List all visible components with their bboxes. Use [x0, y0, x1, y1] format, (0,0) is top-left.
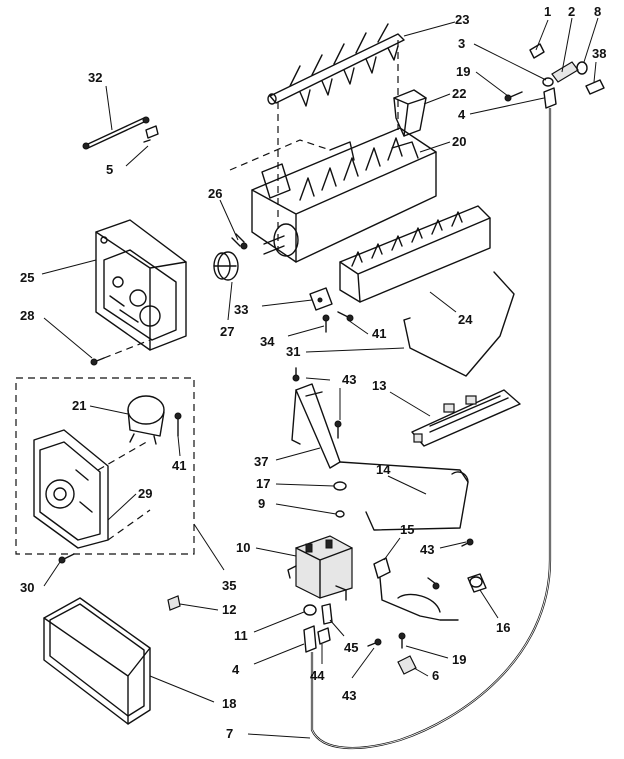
part-29-module-plate: [33, 429, 109, 549]
part-9-washer: [335, 510, 345, 518]
callout-labels: 1 2 8 23 3 38 32 19 22 4 5 20 26 25 24 2…: [20, 4, 606, 741]
callout-35: 35: [222, 578, 236, 593]
callout-9: 9: [258, 496, 265, 511]
callout-27: 27: [220, 324, 234, 339]
part-15-clamp: [373, 557, 459, 621]
alignment-guide-28: [103, 339, 151, 359]
part-6-clamp: [397, 655, 417, 675]
callout-23: 23: [455, 12, 469, 27]
callout-16: 16: [496, 620, 510, 635]
part-28-screw: [90, 357, 105, 366]
part-3-nut: [542, 77, 554, 87]
part-10-water-valve: [287, 535, 353, 601]
callout-8: 8: [594, 4, 601, 19]
alignment-guides-top: [229, 40, 399, 250]
part-17-nut: [333, 481, 347, 491]
callout-13: 13: [372, 378, 386, 393]
part-19-screw-lower: [398, 632, 406, 649]
callout-34: 34: [260, 334, 275, 349]
part-41-screw-top: [337, 311, 354, 322]
part-18-cover: [43, 597, 151, 725]
callout-32: 32: [88, 70, 102, 85]
callout-24: 24: [458, 312, 473, 327]
part-37-bracket: [291, 383, 341, 469]
part-33-bracket: [309, 287, 333, 311]
callout-43-lower: 43: [342, 688, 356, 703]
part-25-control-housing: [95, 219, 187, 351]
part-4-insert-top: [543, 87, 557, 109]
callout-19-lower: 19: [452, 652, 466, 667]
callout-3: 3: [458, 36, 465, 51]
part-32-heater-wire: [82, 116, 150, 150]
group-box-35: [15, 377, 195, 555]
part-1-clip: [529, 43, 545, 59]
callout-1: 1: [544, 4, 551, 19]
callout-25: 25: [20, 270, 34, 285]
callout-4-top: 4: [458, 107, 466, 122]
part-43-screw-mid: [427, 538, 474, 590]
part-16-grommet: [467, 573, 487, 593]
part-27-coupling: [213, 251, 239, 281]
callout-31: 31: [286, 344, 300, 359]
callout-38: 38: [592, 46, 606, 61]
callout-5: 5: [106, 162, 113, 177]
callout-43-mid: 43: [420, 542, 434, 557]
callout-11: 11: [234, 628, 248, 643]
part-20-mold: [251, 127, 437, 263]
part-26-screw: [231, 233, 248, 250]
callout-10: 10: [236, 540, 250, 555]
callout-4-lower: 4: [232, 662, 240, 677]
callout-26: 26: [208, 186, 222, 201]
callout-18: 18: [222, 696, 236, 711]
part-19-screw-top: [504, 91, 523, 102]
part-7-water-tube: [310, 108, 552, 750]
part-43-screw-top: [292, 367, 342, 439]
part-2-tube-fitting: [551, 61, 579, 83]
callout-14: 14: [376, 462, 391, 477]
alignment-guide-module: [97, 439, 151, 541]
part-34-screw: [322, 314, 330, 333]
callout-28: 28: [20, 308, 34, 323]
callout-7: 7: [226, 726, 233, 741]
part-30-screw: [58, 553, 75, 564]
part-44-nut: [317, 627, 331, 645]
part-23-ejector: [267, 23, 405, 107]
callout-33: 33: [234, 302, 248, 317]
callout-41-top: 41: [372, 326, 386, 341]
callout-43-top: 43: [342, 372, 356, 387]
callout-21: 21: [72, 398, 86, 413]
part-41-screw-box: [174, 412, 182, 437]
part-43-screw-lower: [367, 638, 382, 647]
part-24-heater: [339, 205, 491, 303]
part-14-shield: [339, 461, 469, 531]
part-21-motor: [127, 395, 165, 445]
part-31-shutoff-arm: [403, 271, 515, 377]
callout-22: 22: [452, 86, 466, 101]
part-11-fitting: [303, 604, 317, 616]
part-8-nut: [576, 61, 588, 75]
callout-12: 12: [222, 602, 236, 617]
callout-29: 29: [138, 486, 152, 501]
part-38-plug: [585, 79, 605, 95]
callout-17: 17: [256, 476, 270, 491]
callout-30: 30: [20, 580, 34, 595]
callout-37: 37: [254, 454, 268, 469]
part-13-harness: [411, 389, 521, 447]
leader-lines: [41, 17, 599, 739]
part-4-insert-lower: [303, 625, 317, 653]
callout-41-box: 41: [172, 458, 186, 473]
part-12-nut: [167, 595, 181, 611]
callout-45: 45: [344, 640, 358, 655]
callout-44: 44: [310, 668, 325, 683]
callout-2: 2: [568, 4, 575, 19]
callout-6: 6: [432, 668, 439, 683]
callout-20: 20: [452, 134, 466, 149]
callout-19-top: 19: [456, 64, 470, 79]
part-5-clip: [143, 125, 159, 143]
callout-15: 15: [400, 522, 414, 537]
